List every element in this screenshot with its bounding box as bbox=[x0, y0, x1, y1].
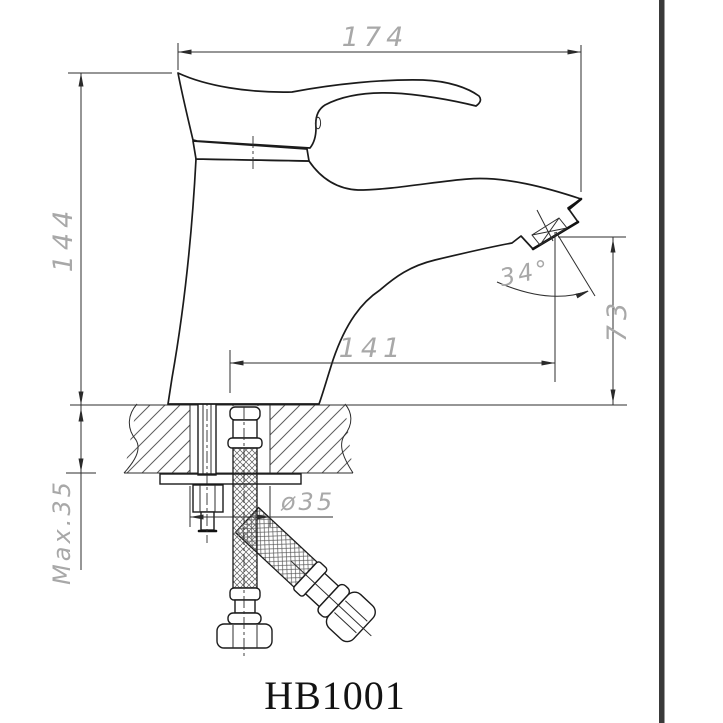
dimension-body-height: 144 bbox=[48, 72, 172, 570]
mounting-hole-walls bbox=[189, 405, 271, 474]
hose-tube bbox=[234, 599, 256, 614]
stud-thread-lines bbox=[202, 402, 212, 475]
model-label: HB1001 bbox=[264, 673, 406, 718]
dimension-label-hole-diameter: ø35 bbox=[280, 488, 335, 516]
handle-pivot bbox=[314, 116, 322, 130]
counter-hatch-right bbox=[270, 405, 353, 473]
dimension-label-overall-width: 174 bbox=[342, 22, 409, 53]
washer-plate bbox=[159, 473, 302, 485]
hose-nut bbox=[216, 623, 273, 649]
page-edge-bar bbox=[659, 0, 665, 723]
stud-nut-facets bbox=[199, 485, 216, 512]
hose-top-collar bbox=[227, 437, 263, 449]
aerator-axis-tick bbox=[536, 209, 554, 242]
hose-nut-facets bbox=[232, 625, 258, 648]
hose-ferrule bbox=[229, 587, 261, 601]
hose-top-ring bbox=[229, 406, 261, 421]
hose-top-body bbox=[232, 419, 258, 439]
dimension-label-spout-reach: 141 bbox=[339, 333, 406, 364]
spout-end-face bbox=[567, 197, 583, 211]
dimension-overall-width: 174 bbox=[177, 22, 582, 192]
dimension-label-max-thickness: Max.35 bbox=[48, 479, 76, 585]
counter-break-edge-left bbox=[123, 403, 139, 474]
counter-break-edge-right bbox=[341, 403, 354, 474]
mounting-stud bbox=[192, 388, 224, 543]
faucet-collar bbox=[192, 140, 310, 162]
counter-hatch-left bbox=[124, 405, 190, 473]
angled-hose-centerline bbox=[290, 560, 372, 637]
angled-hose-nut-facets bbox=[334, 600, 368, 634]
dimension-label-spout-angle: 34° bbox=[497, 254, 553, 292]
dimension-max-thickness: Max.35 bbox=[48, 408, 84, 585]
stud-nut bbox=[192, 484, 224, 513]
dimension-spout-height: 73 bbox=[558, 236, 633, 405]
dimension-label-body-height: 144 bbox=[48, 206, 79, 273]
faucet bbox=[167, 72, 583, 405]
countertop-section bbox=[70, 403, 627, 474]
dimension-spout-reach: 141 bbox=[229, 232, 556, 393]
dimension-label-spout-height: 73 bbox=[602, 298, 633, 342]
faucet-body-spout bbox=[167, 158, 582, 405]
hose-ring bbox=[227, 612, 262, 625]
faucet-handle-lever bbox=[177, 72, 482, 149]
washer-plate-rect bbox=[159, 473, 302, 485]
hose-braid bbox=[232, 447, 258, 589]
dimension-hole-diameter: ø35 bbox=[189, 486, 335, 527]
aerator-screen bbox=[531, 217, 568, 246]
